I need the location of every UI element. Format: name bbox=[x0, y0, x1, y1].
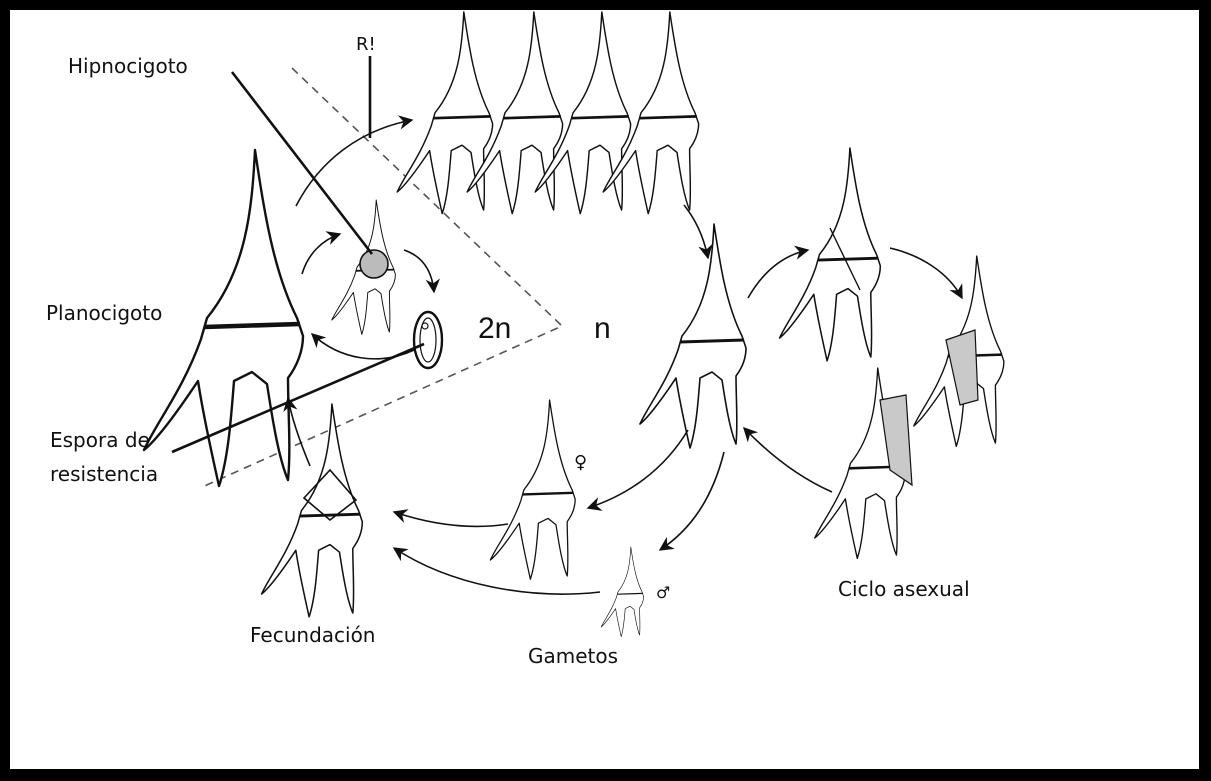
cell-hypnozygote bbox=[332, 200, 396, 334]
label-espora-line1: Espora de bbox=[50, 428, 150, 452]
arrow-top-to-center bbox=[684, 205, 708, 258]
arrow-female-to-fecundation bbox=[394, 512, 508, 526]
arrow-dividing-to-daughter bbox=[890, 248, 962, 298]
cell-planozygote bbox=[144, 150, 303, 486]
resting-spore bbox=[414, 312, 442, 368]
female-symbol: ♀ bbox=[574, 452, 587, 473]
label-planocigoto: Planocigoto bbox=[46, 301, 162, 325]
arrow-center-to-female bbox=[588, 430, 688, 508]
arrow-hypnozygote-to-spore bbox=[404, 250, 434, 292]
cell-daughter-2 bbox=[815, 368, 912, 558]
label-ciclo-asexual: Ciclo asexual bbox=[838, 577, 970, 601]
cell-top-1 bbox=[397, 12, 492, 214]
cell-haploid-center bbox=[640, 224, 746, 448]
arrow-planozygote-to-hypnozygote bbox=[302, 234, 340, 274]
arrow-fecundation-to-planozygote bbox=[288, 398, 310, 466]
arrow-center-to-male bbox=[660, 452, 724, 550]
label-gametos: Gametos bbox=[528, 644, 618, 668]
label-diploid: 2n bbox=[478, 312, 511, 345]
arrow-planozygote-to-top bbox=[296, 120, 412, 206]
arrow-spore-to-planozygote bbox=[312, 334, 414, 359]
male-symbol: ♂ bbox=[656, 583, 670, 602]
label-r: R! bbox=[356, 34, 376, 55]
label-fecundacion: Fecundación bbox=[250, 623, 375, 647]
label-espora-line2: resistencia bbox=[50, 462, 158, 486]
arrow-male-to-fecundation bbox=[394, 548, 600, 594]
label-haploid: n bbox=[594, 312, 611, 345]
cell-male-gamete bbox=[601, 547, 643, 637]
arrow-daughter-to-center bbox=[744, 428, 832, 492]
cell-female-gamete bbox=[490, 400, 575, 579]
label-hipnocigoto: Hipnocigoto bbox=[68, 54, 188, 78]
arrow-center-to-dividing bbox=[748, 250, 808, 298]
cell-daughter-1 bbox=[914, 256, 1004, 446]
